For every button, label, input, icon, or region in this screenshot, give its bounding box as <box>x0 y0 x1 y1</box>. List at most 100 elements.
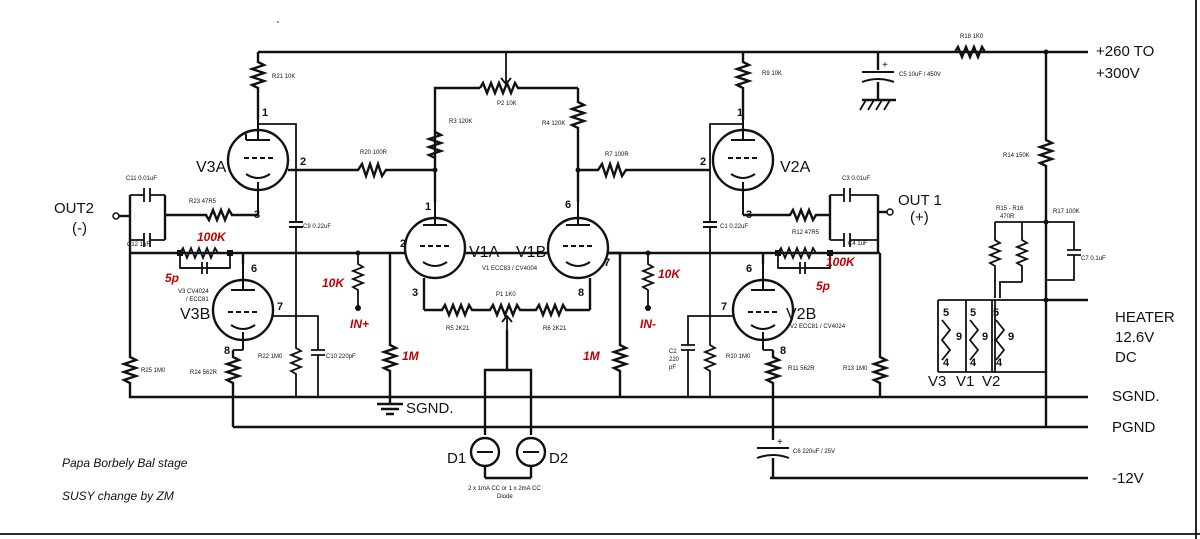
v1b-pin7: 7 <box>604 257 610 269</box>
out2-polarity: (-) <box>72 220 87 237</box>
tube-v1a: 1 2 3 V1A <box>400 201 500 299</box>
r5-label: R5 2K21 <box>446 326 470 332</box>
heater-pin5-v1: 5 <box>970 307 976 319</box>
c7-label: C7 0.1uF <box>1081 256 1106 262</box>
v1b-pin8: 8 <box>578 287 584 299</box>
input-plus: 10K IN+ <box>322 250 369 331</box>
stray-mark: ` <box>276 19 280 33</box>
r15-r16-label-line1: R15 - R16 <box>996 206 1024 212</box>
susy-right-5p: 5p <box>816 279 830 293</box>
v3b-pin6: 6 <box>251 263 257 275</box>
v2b-pin7: 7 <box>721 301 727 313</box>
v1-note: V1 ECC83 / CV4004 <box>482 266 538 272</box>
d1-label: D1 <box>447 450 466 467</box>
c4-label: C4 1uF <box>848 241 868 247</box>
heater-pin4-v3: 4 <box>943 357 950 369</box>
heater-dc-label: DC <box>1115 349 1137 366</box>
note-title: Papa Borbely Bal stage <box>62 456 188 470</box>
out1-label: OUT 1 <box>898 192 942 209</box>
in-minus-label: IN- <box>640 317 656 331</box>
tube-v2b: 6 7 8 V2B V2 ECC81 / CV4024 <box>710 263 846 357</box>
r22-label: R22 1M0 <box>258 354 283 360</box>
r10-label: R10 1M0 <box>726 354 751 360</box>
r11-label: R11 562R <box>788 366 815 372</box>
out2-label: OUT2 <box>54 200 94 217</box>
susy-feedback-right: 100K 5p <box>775 245 856 293</box>
c5-plus-mark: + <box>882 60 888 71</box>
c1-label: C1 0.22uF <box>720 224 748 230</box>
susy-left-100k: 100K <box>197 230 227 244</box>
v2b-label: V2B <box>786 306 816 323</box>
p2-label: P2 10K <box>497 101 517 107</box>
v3b-pin7: 7 <box>277 301 283 313</box>
out1-polarity: (+) <box>910 209 929 226</box>
diode-note-line2: Diode <box>497 494 513 500</box>
c12-label: C12 1uF <box>127 242 150 248</box>
c11-label: C11 0.01uF <box>126 176 157 182</box>
v1a-pin3: 3 <box>412 287 418 299</box>
input-minus: 10K IN- <box>640 250 681 331</box>
r13-label: R13 1M0 <box>843 366 868 372</box>
susy-right-100k: 100K <box>826 255 856 269</box>
heater-pin5-v2: 5 <box>993 307 999 319</box>
heater-tube-v1: V1 <box>956 373 974 390</box>
r23-label: R23 47R5 <box>189 199 217 205</box>
v3a-pin2: 2 <box>300 156 306 168</box>
r4-label: R4 120K <box>542 121 565 127</box>
c2-label-line2: 220 <box>669 357 680 363</box>
c10-label: C10 220pF <box>326 354 356 360</box>
p1-label: P1 1K0 <box>496 292 516 298</box>
r17-label: R17 100K <box>1053 209 1080 215</box>
r14-label: R14 150K <box>1003 153 1030 159</box>
heater-label: HEATER <box>1115 309 1175 326</box>
r1m-left-label: 1M <box>402 349 420 363</box>
c2-label-line3: pF <box>669 365 676 371</box>
c6-plus-mark: + <box>777 437 783 448</box>
v1b-label: V1B <box>516 244 546 261</box>
r24-label: R24 562R <box>190 370 218 376</box>
svg-text:R21 10K: R21 10K <box>272 74 295 80</box>
c9-label: C9 0.22uF <box>303 224 331 230</box>
v2a-pin1: 1 <box>737 107 743 119</box>
v3a-pin1: 1 <box>262 107 268 119</box>
heater-filaments: 5 5 5 9 9 9 4 4 4 V3 V1 V2 <box>928 281 1046 390</box>
heater-pin9-v1: 9 <box>982 331 988 343</box>
r25-label: R25 1M0 <box>141 368 166 374</box>
v3-note-line1: V3 CV4024 <box>178 289 209 295</box>
diode-note-line1: 2 x 1mA CC or 1 x 2mA CC <box>468 486 541 492</box>
heater-tube-v3: V3 <box>928 373 946 390</box>
r1m-right-label: 1M <box>583 349 601 363</box>
heater-pin5-v3: 5 <box>943 307 949 319</box>
v1a-label: V1A <box>469 244 500 261</box>
susy-left-5p: 5p <box>165 271 179 285</box>
r3-label: R3 120K <box>449 119 472 125</box>
note-change: SUSY change by ZM <box>62 489 174 503</box>
heater-tube-v2: V2 <box>982 373 1000 390</box>
resistor-r21: R21 10K <box>248 52 295 120</box>
v1a-pin2: 2 <box>400 238 406 250</box>
hv-rail-label-line1: +260 TO <box>1096 43 1154 60</box>
v3-note-line2: / ECC81 <box>186 297 209 303</box>
v2a-pin2: 2 <box>700 156 706 168</box>
d2-label: D2 <box>549 450 568 467</box>
v2-note: V2 ECC81 / CV4024 <box>790 324 846 330</box>
v1a-pin1: 1 <box>425 201 431 213</box>
power-rails: +260 TO +300V HEATER 12.6V DC SGND. PGND… <box>130 43 1175 487</box>
in-minus-10k: 10K <box>658 267 681 281</box>
v2a-label: V2A <box>780 159 811 176</box>
hv-rail-label-line2: +300V <box>1096 65 1140 82</box>
v1b-pin6: 6 <box>565 199 571 211</box>
v3a-label: V3A <box>196 159 227 176</box>
sgnd-local-label: SGND. <box>406 400 454 417</box>
c6-label: C6 220uF / 25V <box>793 449 835 455</box>
r20-label: R20 100R <box>360 150 388 156</box>
in-plus-10k: 10K <box>322 276 345 290</box>
r15-r16-label-line2: 470R <box>1000 214 1015 220</box>
in-plus-label: IN+ <box>350 317 369 331</box>
v2b-pin8: 8 <box>780 345 786 357</box>
c3-label: C3 0.01uF <box>842 176 870 182</box>
tube-v1b: 6 7 8 V1B V1 ECC83 / CV4004 <box>482 199 610 299</box>
v3b-label: V3B <box>180 306 210 323</box>
r6-label: R6 2K21 <box>543 326 567 332</box>
